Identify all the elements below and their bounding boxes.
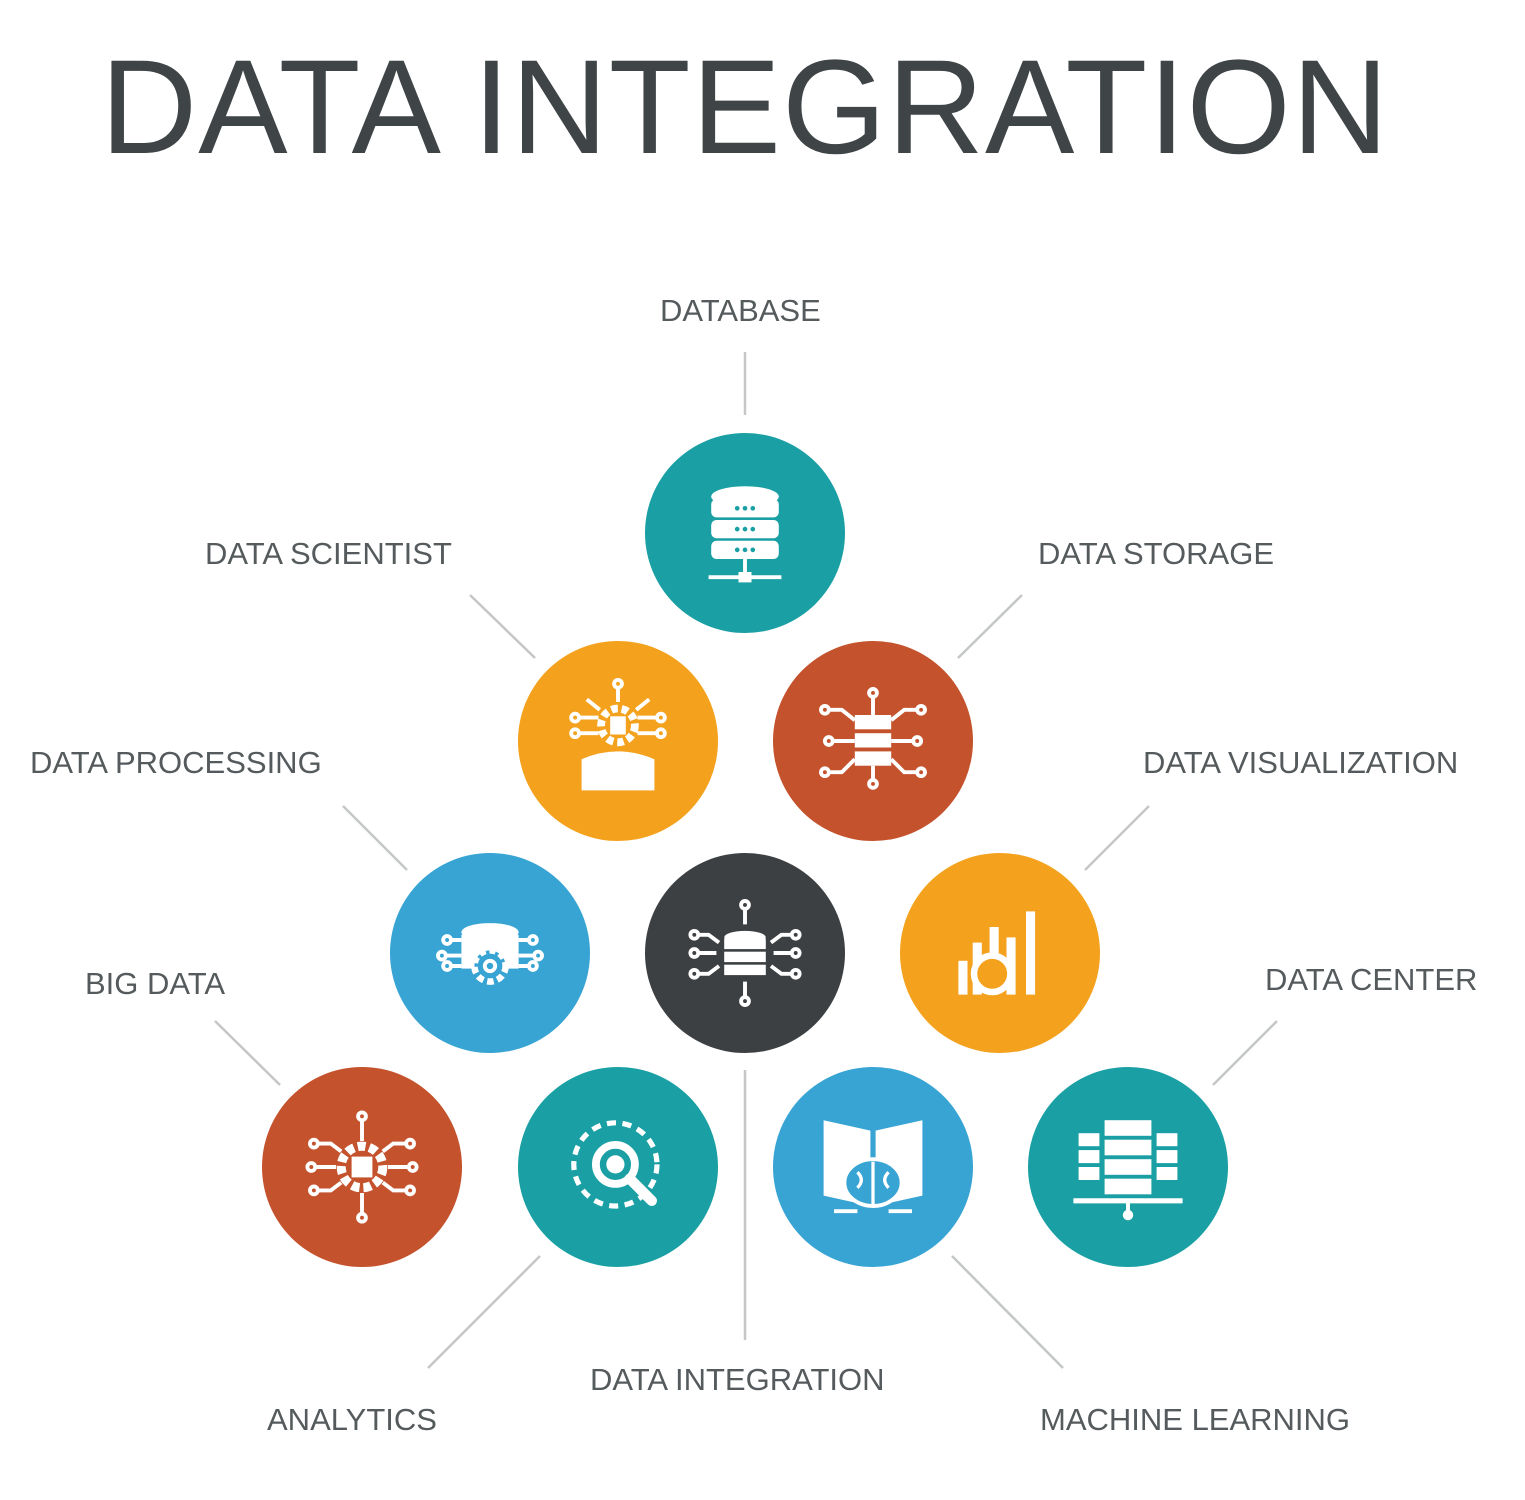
node-machine-learning xyxy=(773,1067,973,1267)
label-data-visualization: DATA VISUALIZATION xyxy=(1143,745,1459,780)
label-data-processing: DATA PROCESSING xyxy=(30,745,322,780)
magnifier-icon xyxy=(571,1120,660,1209)
label-data-center: DATA CENTER xyxy=(1265,962,1478,997)
node-data-integration xyxy=(645,853,845,1053)
gear-network-icon xyxy=(305,1110,419,1224)
page-title: DATA INTEGRATION xyxy=(100,33,1390,182)
label-machine-learning: MACHINE LEARNING xyxy=(1040,1402,1351,1437)
connector-data-storage xyxy=(957,594,1023,659)
connector-data-processing xyxy=(342,805,408,871)
integration-database-icon xyxy=(688,899,802,1007)
label-analytics: ANALYTICS xyxy=(267,1402,437,1437)
processing-gear-icon xyxy=(436,923,544,985)
database-server-icon xyxy=(708,486,782,583)
node-big-data xyxy=(262,1067,462,1267)
label-data-scientist: DATA SCIENTIST xyxy=(205,536,452,571)
label-big-data: BIG DATA xyxy=(85,966,226,1001)
node-data-scientist xyxy=(518,641,718,841)
connector-data-center xyxy=(1212,1020,1278,1086)
label-database: DATABASE xyxy=(660,293,821,328)
storage-network-icon xyxy=(819,687,927,790)
bar-chart-magnifier-icon xyxy=(958,911,1036,996)
node-data-storage xyxy=(773,641,973,841)
book-brain-icon xyxy=(823,1120,923,1214)
node-data-visualization xyxy=(900,853,1100,1053)
label-data-integration: DATA INTEGRATION xyxy=(590,1362,885,1397)
connector-analytics xyxy=(427,1255,541,1369)
node-data-center xyxy=(1028,1067,1228,1267)
connector-machine-learning xyxy=(951,1255,1064,1369)
node-analytics xyxy=(518,1067,718,1267)
node-database xyxy=(645,433,845,633)
server-rack-icon xyxy=(1073,1120,1183,1221)
node-data-processing xyxy=(390,853,590,1053)
scientist-gear-icon xyxy=(569,677,667,791)
connector-big-data xyxy=(214,1020,281,1086)
label-data-storage: DATA STORAGE xyxy=(1038,536,1274,571)
connector-data-visualization xyxy=(1084,805,1150,871)
connector-data-scientist xyxy=(469,594,536,659)
